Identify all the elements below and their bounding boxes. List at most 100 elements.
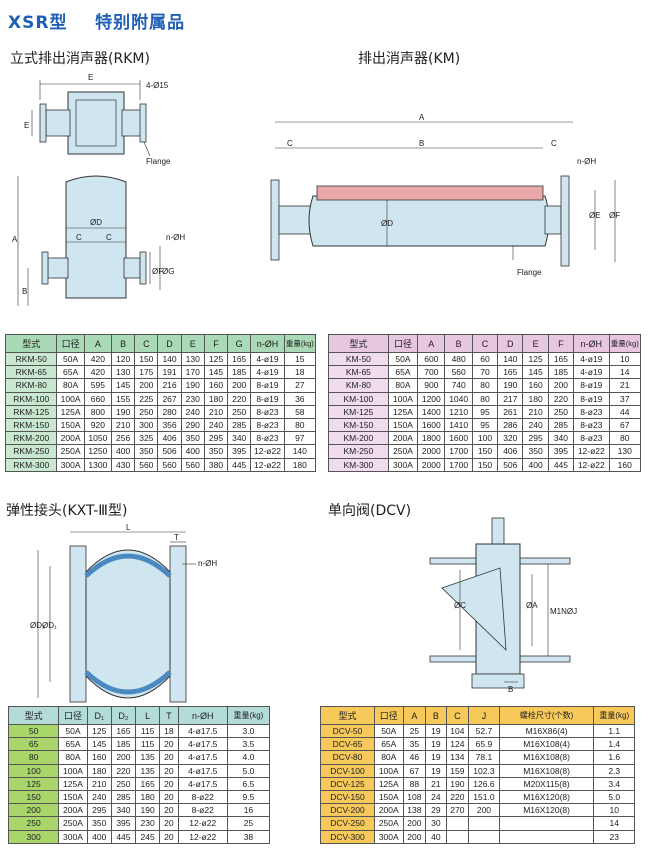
table-cell: 104 <box>445 723 470 739</box>
table-cell: 250A <box>387 444 419 459</box>
table-cell: 560 <box>180 457 205 472</box>
table-cell: KM-250 <box>328 444 389 459</box>
table-cell: 50A <box>373 723 404 739</box>
table-cell: 23 <box>593 829 635 844</box>
th: n-ØH <box>250 334 285 353</box>
rkm-label-c2: C <box>106 233 112 242</box>
table-cell: 46 <box>402 750 427 765</box>
table-cell: 2000 <box>417 457 446 472</box>
table-cell: 134 <box>445 750 470 765</box>
table-cell: 200 <box>468 803 500 818</box>
table-cell: KM-65 <box>328 365 389 380</box>
rkm-label-e: E <box>88 73 93 82</box>
th: T <box>159 706 179 725</box>
table-cell: 320 <box>497 431 524 446</box>
table-cell: 15 <box>283 351 317 367</box>
table-cell: 155 <box>110 391 136 406</box>
table-cell <box>468 816 500 831</box>
table-cell: 65A <box>56 365 85 380</box>
th: 螺栓尺寸(个数) <box>498 706 595 725</box>
table-cell: 65.9 <box>468 737 500 752</box>
table-cell: 1600 <box>444 431 473 446</box>
table-cell: 200 <box>227 378 252 393</box>
table-cell: 225 <box>134 391 159 406</box>
table-cell: 395 <box>547 444 575 459</box>
table-cell: 506 <box>157 444 182 459</box>
table-cell: 560 <box>444 365 473 380</box>
table-cell: DCV-150 <box>320 789 375 805</box>
table-cell: 24 <box>425 789 447 805</box>
table-cell: 4-ø19 <box>573 365 610 380</box>
th: A <box>402 706 427 725</box>
table-cell: 78.1 <box>468 750 500 765</box>
table-cell: 80 <box>471 391 499 406</box>
table-cell: DCV-65 <box>320 737 375 752</box>
table-cell: 115 <box>135 737 161 752</box>
table-cell: 125A <box>58 776 88 791</box>
table-cell: 4-ø17.5 <box>177 763 228 778</box>
table-cell: 80 <box>283 417 317 433</box>
rkm-table-header: 型式 口径 A B C D E F G n-ØH 重量(kg) <box>4 334 317 353</box>
table-cell: 200 <box>402 829 427 844</box>
table-cell: 800 <box>83 404 112 419</box>
table-cell: 395 <box>110 816 137 831</box>
dcv-diagram: ØC ØA M1NØJ B <box>429 517 577 694</box>
table-cell: 256 <box>110 431 136 446</box>
th: F <box>547 334 575 353</box>
table-cell: 65 <box>7 737 60 752</box>
table-cell: 100A <box>56 391 85 406</box>
km-title: 排出消声器(KM) <box>358 51 461 67</box>
table-cell: 8-ø19 <box>573 378 610 393</box>
table-cell: 600 <box>417 351 446 367</box>
table-cell: 350 <box>86 816 112 831</box>
km-diagram: A C B C ØD ØE ØF n-ØH Flange <box>270 113 620 277</box>
table-cell: 285 <box>547 417 575 433</box>
table-cell: 200 <box>134 378 159 393</box>
rkm-label-b: B <box>22 287 27 296</box>
table-cell: 190 <box>135 803 161 818</box>
table-cell: 20 <box>159 737 179 752</box>
table-cell: 350 <box>180 431 205 446</box>
table-cell: 240 <box>203 417 229 433</box>
table-cell: 300A <box>58 829 88 844</box>
table-cell: RKM-80 <box>4 378 58 393</box>
table-cell: 67 <box>402 763 427 778</box>
table-cell: RKM-100 <box>4 391 58 406</box>
table-cell: 200 <box>7 803 60 818</box>
kxt-label-d2: ØD₂ <box>30 621 45 630</box>
rkm-label-nh: n-ØH <box>166 233 185 242</box>
table-cell: 1.1 <box>593 723 635 739</box>
table-cell: 185 <box>547 365 575 380</box>
kxt-label-t: T <box>174 533 179 542</box>
table-cell: 250 <box>547 404 575 419</box>
table-cell: 560 <box>134 457 159 472</box>
table-cell: 1050 <box>83 431 112 446</box>
table-cell: 40 <box>425 829 447 844</box>
rkm-label-f: ØF <box>152 267 163 276</box>
table-cell: 50A <box>56 351 85 367</box>
th: 重量(kg) <box>593 706 635 725</box>
table-cell: 1250 <box>83 444 112 459</box>
table-cell: 60 <box>471 351 499 367</box>
table-cell: M16X86(4) <box>498 723 595 739</box>
table-cell: 151.0 <box>468 789 500 805</box>
table-cell: 250 <box>227 404 252 419</box>
table-cell: 165 <box>227 351 252 367</box>
table-cell: DCV-250 <box>320 816 375 831</box>
table-cell: 124 <box>445 737 470 752</box>
table-cell: 4-ø19 <box>250 351 285 367</box>
table-cell: 140 <box>157 351 182 367</box>
table-cell: 8-ø23 <box>573 431 610 446</box>
